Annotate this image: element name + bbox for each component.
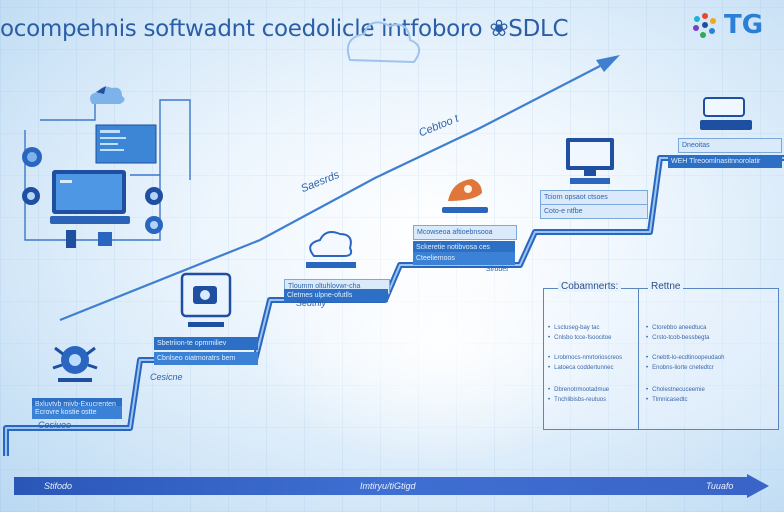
cloud-upload-icon <box>90 86 125 104</box>
timeline-center-label: Imtiryu/tiGtigd <box>360 481 416 491</box>
panel-right-row-1: Ctorebbo aneedtuca <box>646 325 706 331</box>
growth-arrow-line <box>59 65 601 322</box>
panel-left-row-3: Lrobmocs-nmrtorioscreos <box>548 355 622 361</box>
device-icons <box>66 230 112 248</box>
panel-right-row-6: Tlmnicasedtc <box>646 397 687 403</box>
stage-5-tag-1: Tciorn opsaot ctsoes <box>540 190 648 205</box>
stage-5-tag-2: Coto-e ntfbe <box>540 204 648 219</box>
stage-4-tag-1: Mcowseoa aftioebnsooa <box>413 225 517 240</box>
timeline-arrowhead <box>747 474 769 498</box>
panel-right-row-2: Crsto-tcob-bessbegta <box>646 335 709 341</box>
stage-2-tag-2: Cbnlseo oiatmoratrs bem <box>154 352 258 365</box>
timeline-arrow: Stifodo Imtiryu/tiGtigd Tuuafo <box>14 474 774 498</box>
gear-node-icon <box>22 187 40 205</box>
panel-right-row-3: Cnebtt-lo-ecdtinoopeudaoh <box>646 355 724 361</box>
timeline-right-label: Tuuafo <box>706 481 734 491</box>
cloud-node-icon <box>145 216 163 234</box>
panel-divider <box>638 289 639 429</box>
panel-right-row-4: Enobns-liorte cnetedtcr <box>646 365 714 371</box>
stage-3-tag-2: Cletmes ulpne-ofutlls <box>284 289 388 302</box>
panel-left-row-6: Tnchlibisbs-reutuos <box>548 397 606 403</box>
camera-monitor-icon <box>180 272 232 327</box>
panel-left-row-1: Lsctuseg-bay tac <box>548 325 599 331</box>
laptop-icon <box>50 170 130 224</box>
stage-3-label: Sedtnly <box>296 298 327 308</box>
page-title: ocompehnis softwadnt coedolicle intfobor… <box>0 16 569 42</box>
stage-2-label: Cesicne <box>150 372 183 382</box>
stage-4-tag-2: Sckeretie notibvosa ces <box>413 241 515 254</box>
timeline-left-label: Stifodo <box>44 481 73 491</box>
panel-left-row-2: Cnlsbo tcce-fsoocitoe <box>548 335 611 341</box>
panel-left-row-5: Dbrenotrmootadmue <box>548 387 609 393</box>
stage-6-tag-1: Dneoitas <box>678 138 782 153</box>
stage-4-label: Sirudet <box>486 266 509 273</box>
stage-1-tag-2: Ecrovre kostie ostte <box>32 406 122 419</box>
timeline-bar <box>14 477 749 495</box>
settings-node-icon <box>145 187 163 205</box>
globe-node-icon <box>22 147 42 167</box>
server-icon <box>700 97 752 130</box>
panel-right-row-5: Cholestnecuceemie <box>646 387 705 393</box>
stage-1-label: Cesiuoe <box>38 420 72 430</box>
pinwheel-icon <box>693 13 716 38</box>
stage-4-tag-3: Cteeliemoos <box>413 252 515 265</box>
comparison-panel: Cobamnerts: Rettne Lsctuseg-bay tac Cnls… <box>543 281 779 430</box>
stage-2-tag-1: Sbetriion-te opmmiliev <box>154 337 258 350</box>
gear-bug-icon <box>52 346 98 382</box>
computer-icon <box>566 138 614 184</box>
panel-left-row-4: Latoeca coddertunnec <box>548 365 613 371</box>
cloud-icon <box>346 21 421 64</box>
stage-6-tag-2: WEH Tlreoomlnasitnnorolatir <box>668 155 782 168</box>
logo-text: TG <box>724 10 764 40</box>
growth-arrow-head <box>596 55 620 72</box>
panel-left-heading: Cobamnerts: <box>558 281 622 292</box>
brand-logo: TG <box>690 8 770 42</box>
panel-right-heading: Rettne <box>648 281 684 292</box>
dashboard-window-icon <box>95 124 157 164</box>
cloud-chart-icon <box>306 231 356 268</box>
rocket-icon <box>442 179 488 213</box>
